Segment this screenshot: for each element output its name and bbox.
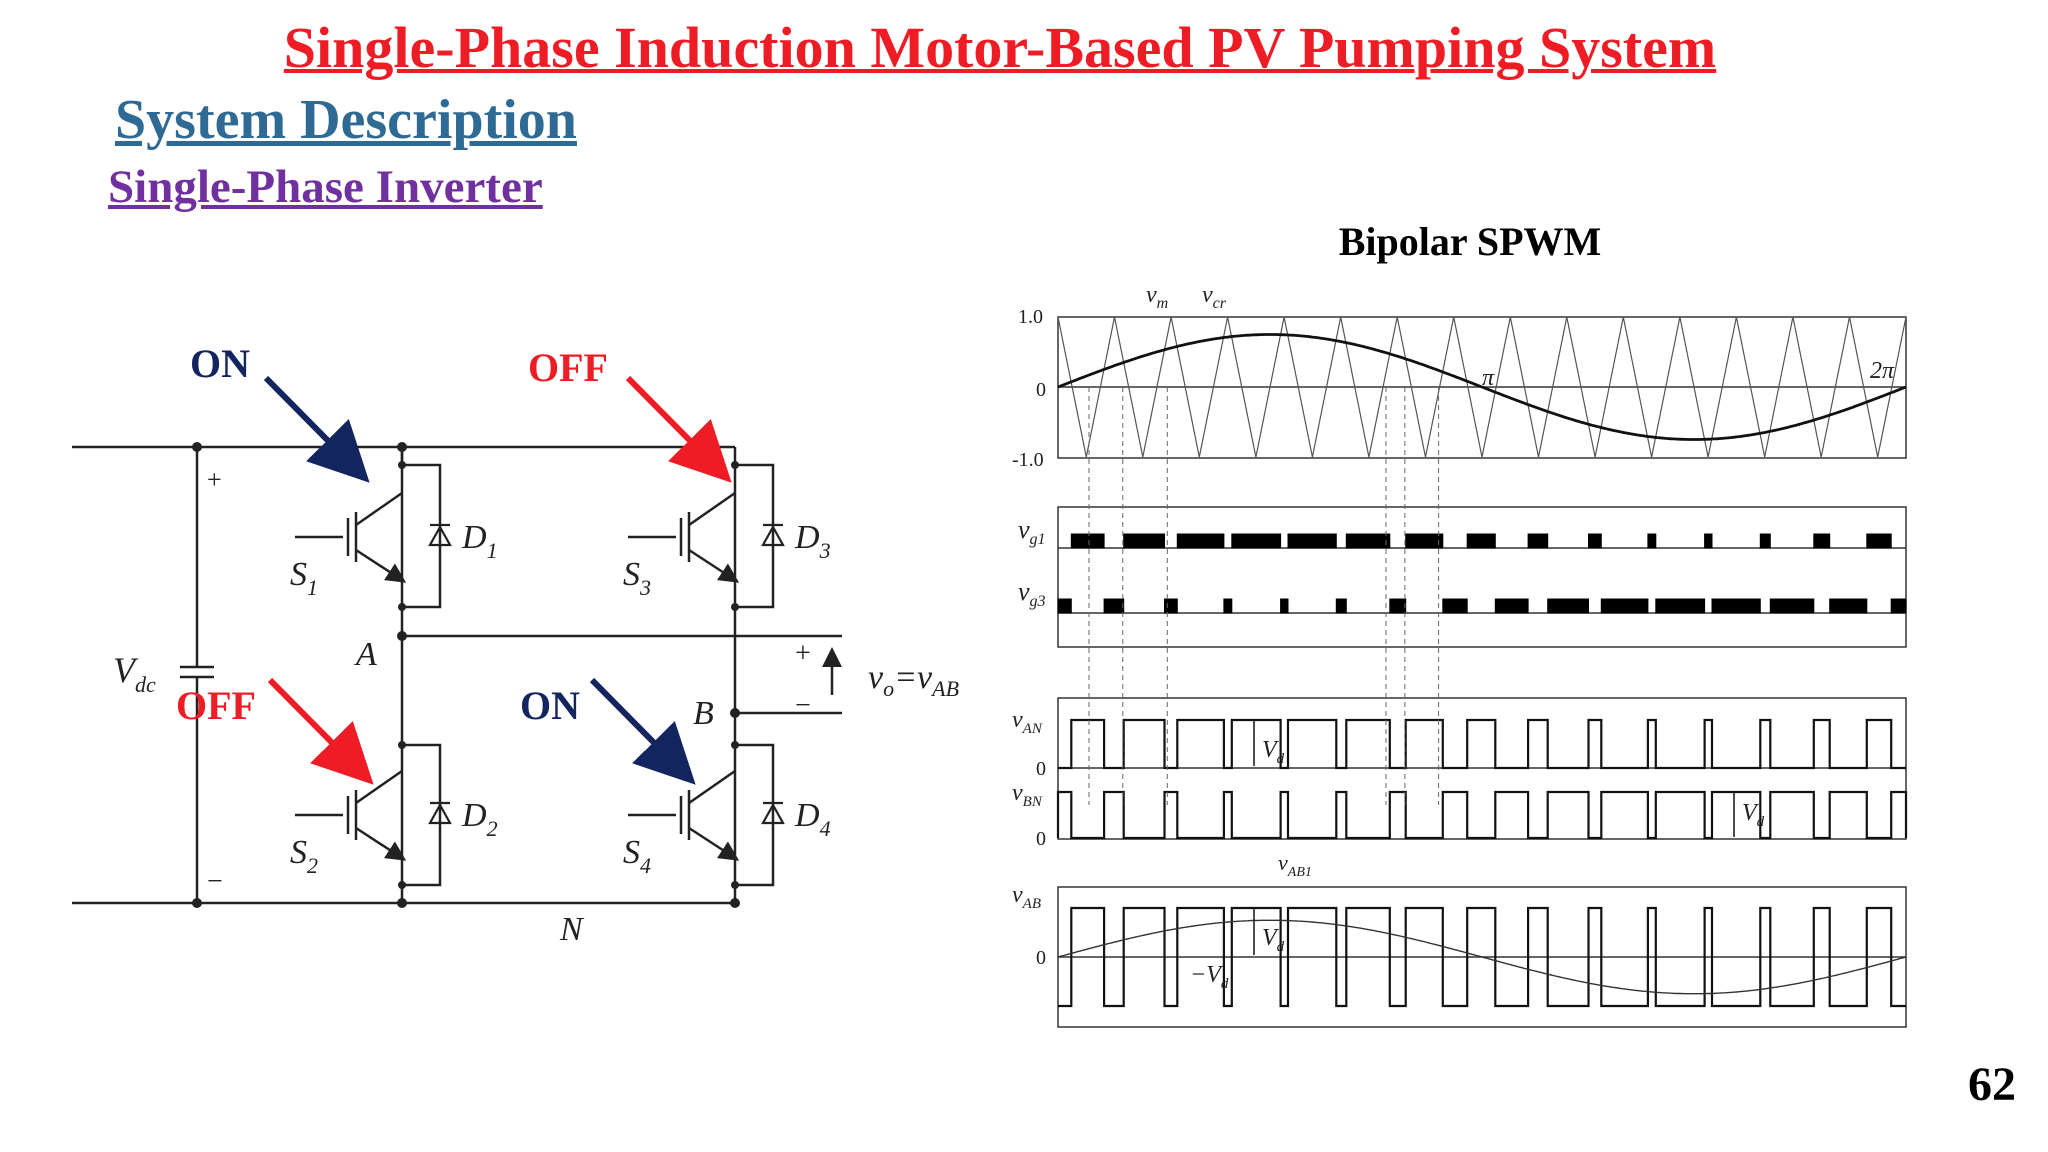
vab-zero-tick: 0 bbox=[1036, 947, 1046, 969]
chart-heading: Bipolar SPWM bbox=[1338, 219, 1602, 264]
switch-s2-symbol bbox=[295, 769, 407, 861]
vdc-plus-label: + bbox=[207, 465, 222, 494]
vab1-label: vAB1 bbox=[1278, 850, 1312, 880]
y-bottom-tick: -1.0 bbox=[1012, 449, 1044, 471]
y-zero-tick: 0 bbox=[1036, 379, 1046, 401]
s4-on-arrow bbox=[589, 677, 696, 785]
section-subtitle: System Description bbox=[115, 89, 577, 151]
node-n-label: N bbox=[559, 911, 585, 948]
topic-subtitle: Single-Phase Inverter bbox=[108, 161, 543, 213]
vab-fundamental-line bbox=[1057, 919, 1907, 995]
vg1-label: vg1 bbox=[1018, 515, 1046, 548]
vo-label: vo=vAB bbox=[868, 659, 959, 701]
junction-dots bbox=[192, 442, 740, 908]
vo-minus-label: − bbox=[795, 690, 811, 721]
waveform-panels bbox=[1057, 316, 1907, 1028]
d1-label: D1 bbox=[461, 519, 498, 563]
s2-label: S2 bbox=[290, 834, 318, 878]
s3-label: S3 bbox=[623, 556, 651, 600]
node-a-label: A bbox=[354, 636, 377, 673]
s2-off-arrow bbox=[267, 677, 374, 785]
s4-label: S4 bbox=[623, 834, 651, 878]
vg3-pulses bbox=[1057, 598, 1907, 614]
vg3-label: vg3 bbox=[1018, 577, 1046, 610]
diode-d2-symbol bbox=[428, 801, 452, 825]
waveform-traces bbox=[1056, 316, 1908, 1008]
vm-label: vm bbox=[1146, 282, 1168, 312]
s1-label: S1 bbox=[290, 556, 318, 600]
s1-on-label: ON bbox=[190, 341, 250, 386]
carrier-wave-line bbox=[1057, 316, 1907, 458]
d2-branch bbox=[402, 743, 442, 887]
diode-d3-symbol bbox=[761, 523, 785, 547]
vo-plus-label: + bbox=[795, 638, 811, 669]
pi-label: π bbox=[1482, 365, 1495, 391]
switch-s1-symbol bbox=[295, 491, 407, 583]
diode-d1-symbol bbox=[428, 523, 452, 547]
switch-s3-symbol bbox=[628, 491, 740, 583]
s2-off-label: OFF bbox=[176, 683, 256, 728]
s3-off-label: OFF bbox=[528, 345, 608, 390]
slide-title: Single-Phase Induction Motor-Based PV Pu… bbox=[283, 15, 1717, 80]
d3-label: D3 bbox=[794, 519, 831, 563]
two-pi-label: 2π bbox=[1870, 358, 1895, 384]
s4-on-label: ON bbox=[520, 683, 580, 728]
vab-neg-vd-label: −Vd bbox=[1190, 962, 1229, 992]
vdc-label: Vdc bbox=[113, 650, 156, 697]
vcr-label: vcr bbox=[1202, 282, 1227, 312]
van-waveform bbox=[1058, 718, 1906, 770]
diode-d4-symbol bbox=[761, 801, 785, 825]
s1-on-arrow bbox=[263, 375, 370, 483]
vdc-minus-label: − bbox=[207, 866, 223, 897]
van-vd-label: Vd bbox=[1262, 737, 1285, 767]
vg1-pulses bbox=[1070, 533, 1892, 549]
vab-vd-label: Vd bbox=[1262, 925, 1285, 955]
slide-number: 62 bbox=[1968, 1058, 2016, 1111]
vbn-waveform bbox=[1056, 790, 1908, 840]
s3-off-arrow bbox=[625, 375, 732, 483]
van-label: vAN bbox=[1012, 707, 1043, 737]
vbn-vd-label: Vd bbox=[1742, 800, 1765, 830]
van-zero-tick: 0 bbox=[1036, 758, 1046, 780]
inverter-circuit bbox=[72, 445, 842, 905]
vbn-label: vBN bbox=[1012, 780, 1043, 810]
vbn-zero-tick: 0 bbox=[1036, 828, 1046, 850]
node-b-label: B bbox=[693, 695, 714, 732]
modulating-wave-line bbox=[1057, 333, 1907, 441]
d4-branch bbox=[735, 743, 775, 887]
d1-branch bbox=[402, 463, 442, 609]
vab-waveform bbox=[1058, 906, 1906, 1008]
d4-label: D4 bbox=[794, 797, 831, 841]
d3-branch bbox=[735, 463, 775, 609]
switch-s4-symbol bbox=[628, 769, 740, 861]
gate-panel-frame bbox=[1057, 506, 1907, 648]
vab-label: vAB bbox=[1012, 882, 1041, 912]
y-top-tick: 1.0 bbox=[1018, 306, 1043, 328]
d2-label: D2 bbox=[461, 797, 498, 841]
